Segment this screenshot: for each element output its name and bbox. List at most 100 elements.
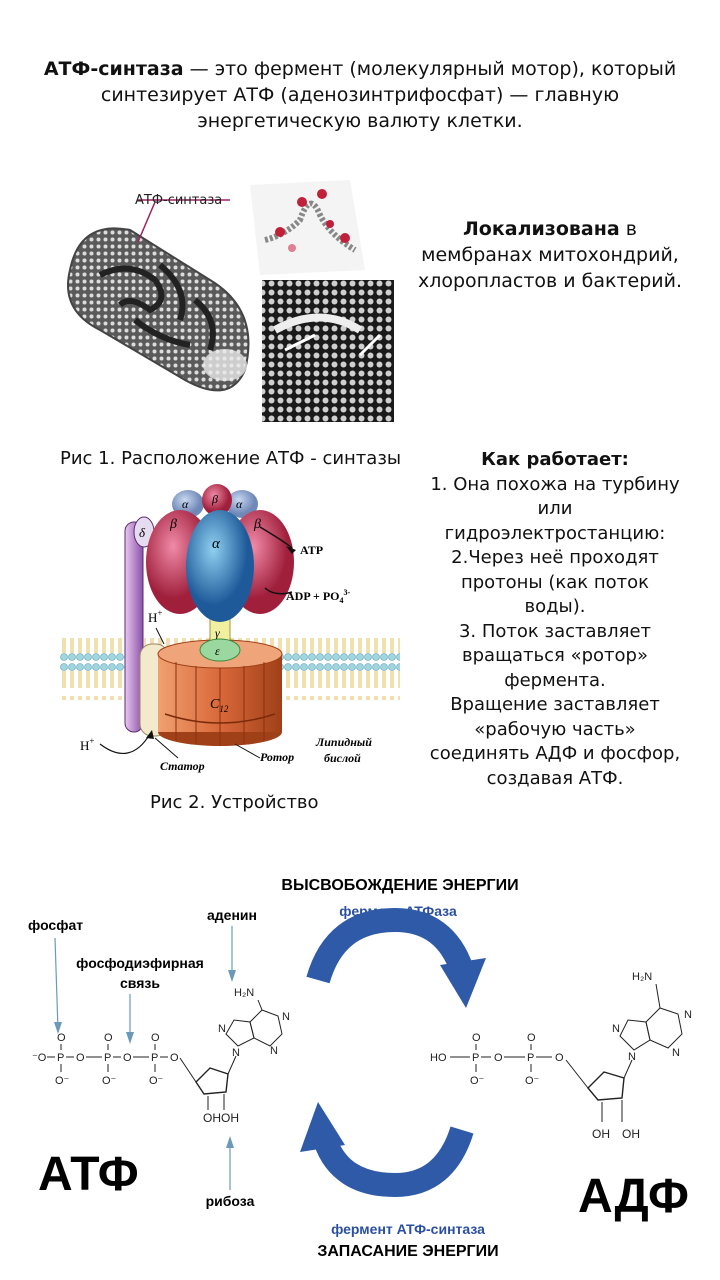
svg-text:O: O [151, 1032, 160, 1044]
intro-text: — это фермент (молекулярный мотор), кото… [100, 58, 677, 132]
how-line: создавая АТФ. [486, 767, 624, 789]
svg-text:H₂N: H₂N [632, 971, 652, 983]
ribose-label: рибоза [206, 1193, 255, 1209]
atp-label: ATP [300, 543, 323, 557]
lipid-label-1: Липидный [315, 735, 372, 749]
how-line: гидроэлектростанцию: [444, 522, 666, 544]
localization-rest: в мембранах митохондрий, хлоропластов и … [417, 218, 683, 292]
svg-text:P: P [472, 1052, 479, 1064]
svg-text:O⁻: O⁻ [149, 1075, 164, 1087]
release-arrow [306, 907, 474, 984]
how-title: Как работает: [481, 449, 629, 470]
svg-text:O: O [555, 1052, 564, 1064]
how-it-works: Как работает: 1. Она похожа на турбину и… [420, 448, 690, 791]
release-arrowhead [440, 958, 486, 1008]
c12-label: C12 [210, 697, 229, 714]
storage-arrow [313, 1126, 474, 1198]
alpha-label-center: α [212, 536, 221, 552]
svg-text:O⁻: O⁻ [55, 1075, 70, 1087]
svg-text:P: P [527, 1052, 534, 1064]
svg-text:O⁻: O⁻ [102, 1075, 117, 1087]
how-line: 2.Через неё проходят [451, 547, 659, 568]
svg-text:O⁻: O⁻ [525, 1075, 540, 1087]
svg-text:P: P [151, 1052, 158, 1064]
proton-bottom: H+ [80, 736, 94, 753]
svg-text:N: N [684, 1009, 692, 1021]
how-line: Вращение заставляет [450, 694, 660, 715]
svg-text:OHOH: OHOH [203, 1111, 239, 1125]
storage-arrowhead [300, 1102, 345, 1152]
stator-label: Статор [160, 759, 205, 773]
epsilon-label: ε [215, 644, 220, 658]
proton-top: H+ [148, 608, 162, 625]
localization-bold: Локализована [463, 218, 620, 240]
delta-label: δ [139, 525, 146, 540]
membrane-inset-image [250, 180, 365, 275]
svg-text:O: O [123, 1052, 132, 1064]
intro-paragraph: АТФ-синтаза — это фермент (молекулярный … [30, 56, 690, 134]
how-line: вращаться «ротор» [462, 645, 648, 666]
svg-text:O: O [104, 1032, 113, 1044]
svg-text:O⁻: O⁻ [470, 1075, 485, 1087]
figure1-caption: Рис 1. Расположение АТФ - синтазы [60, 448, 402, 469]
figure2-atp-synthase: δ C12 γ ε α α β β β α ATP ADP + PO43- H+… [60, 484, 400, 773]
alpha-label-right: α [236, 497, 243, 511]
svg-text:O: O [472, 1032, 481, 1044]
how-line: фермента. [504, 669, 606, 691]
svg-text:P: P [57, 1052, 64, 1064]
atp-adp-cycle: ВЫСВОБОЖДЕНИЕ ЭНЕРГИИ фермент АТФаза фер… [28, 877, 692, 1260]
intro-term: АТФ-синтаза [43, 58, 184, 80]
store-energy-label: ЗАПАСАНИЕ ЭНЕРГИИ [317, 1243, 498, 1260]
adenine-label: аденин [207, 907, 257, 923]
beta-label-right: β [253, 517, 261, 532]
svg-text:N: N [218, 1023, 226, 1035]
rotor-label: Ротор [260, 750, 294, 764]
beta-label-top: β [211, 492, 218, 506]
alpha-subunit-right [226, 490, 258, 518]
how-line: 3. Поток заставляет [458, 620, 652, 642]
svg-text:N: N [612, 1023, 620, 1035]
svg-text:N: N [672, 1047, 680, 1059]
bond-label-1: фосфодиэфирная [76, 955, 204, 971]
figure2-caption: Рис 2. Устройство [150, 792, 319, 813]
alpha-label-left: α [182, 497, 189, 511]
svg-text:O: O [494, 1052, 503, 1064]
svg-text:O: O [170, 1052, 179, 1064]
how-line: 1. Она похожа на турбину [430, 473, 680, 495]
figure1-micrograph: АТФ-синтаза [67, 180, 394, 422]
svg-text:P: P [104, 1052, 111, 1064]
svg-text:⁻O: ⁻O [32, 1052, 47, 1064]
beta-subunit-top [202, 484, 232, 516]
svg-text:N: N [232, 1047, 240, 1059]
beta-label-left: β [169, 517, 177, 532]
how-line: протоны (как поток [460, 571, 650, 593]
how-line: воды). [524, 596, 586, 617]
release-energy-label: ВЫСВОБОЖДЕНИЕ ЭНЕРГИИ [281, 877, 518, 894]
svg-text:O: O [527, 1032, 536, 1044]
adp-label: ADP + PO43- [286, 588, 351, 605]
gamma-label: γ [215, 626, 220, 640]
atp-big-label: АТФ [38, 1148, 139, 1201]
svg-text:OH: OH [622, 1127, 640, 1141]
svg-text:H₂N: H₂N [234, 987, 254, 999]
how-line: «рабочую часть» [474, 718, 636, 740]
svg-text:O: O [76, 1052, 85, 1064]
svg-text:OH: OH [592, 1127, 610, 1141]
atp-molecule: O O O ⁻O P O P O P O O⁻ O⁻ O⁻ OHOH N N [32, 987, 290, 1125]
phosphate-label: фосфат [28, 917, 83, 933]
em-inset-image [262, 280, 394, 422]
svg-text:HO: HO [430, 1052, 447, 1064]
svg-text:N: N [282, 1011, 290, 1023]
how-line: соединять АДФ и фосфор, [429, 743, 681, 764]
how-line: или [537, 498, 573, 519]
svg-text:O: O [57, 1032, 66, 1044]
svg-text:N: N [628, 1051, 636, 1063]
mitochondrion-image [67, 227, 250, 392]
figure1-label: АТФ-синтаза [135, 193, 222, 208]
adp-big-label: АДФ [578, 1170, 689, 1223]
adp-molecule: O O HO P O P O O⁻ O⁻ OH OH N N N N H₂N [430, 971, 692, 1141]
svg-text:N: N [270, 1045, 278, 1057]
bond-label-2: связь [120, 975, 160, 991]
synthase-label: фермент АТФ-синтаза [331, 1221, 485, 1237]
stator-stalk [124, 521, 144, 733]
